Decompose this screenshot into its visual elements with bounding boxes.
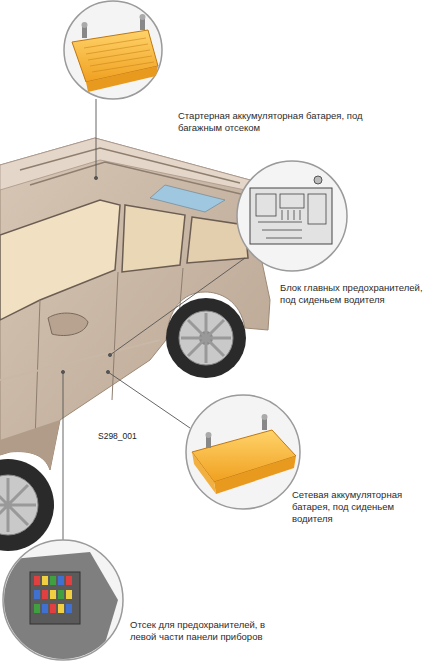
figure-code: S298_001 — [98, 431, 158, 442]
part-label: Отсек для предохранителей, в левой части… — [130, 619, 280, 643]
part-label: Блок главных предохранителей, под сидень… — [280, 282, 432, 306]
part-label: Стартерная аккумуляторная батарея, под б… — [178, 110, 363, 134]
part-label: Сетевая аккумуляторная батарея, под сиде… — [292, 489, 432, 525]
